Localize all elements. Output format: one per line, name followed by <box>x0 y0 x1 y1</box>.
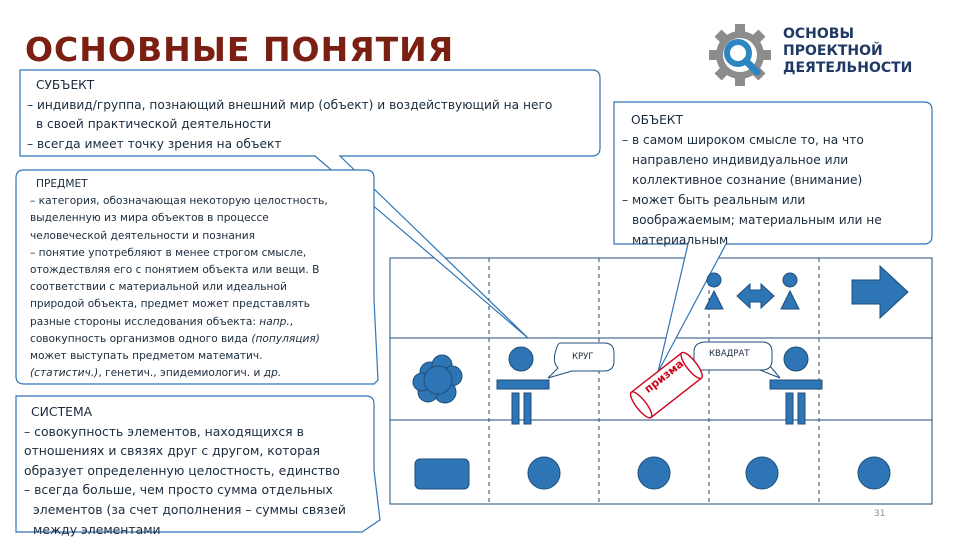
predmet-line-1: – категория, обозначающая некоторую цело… <box>30 195 328 208</box>
predmet-line-8: разные стороны исследования объекта: нап… <box>30 314 368 331</box>
predmet-line-11b: , генетич., эпидемиологич. и <box>98 367 264 380</box>
prizma-cylinder <box>629 351 703 419</box>
predmet-line-8a: разные стороны исследования объекта: <box>30 315 260 328</box>
person-right <box>769 346 823 425</box>
logo-line-3: ДЕЯТЕЛЬНОСТИ <box>783 60 913 76</box>
object-line-6: материальным <box>632 233 729 247</box>
subject-callout-shape <box>19 69 601 339</box>
predmet-line-4: – понятие употребляют в менее строгом см… <box>30 246 307 259</box>
predmet-line-7: природой объекта, предмет может представ… <box>30 298 311 311</box>
slide-title: ОСНОВНЫЕ ПОНЯТИЯ <box>25 30 455 69</box>
subject-line-2: в своей практической деятельности <box>36 117 272 131</box>
predmet-line-11c: др. <box>263 367 282 380</box>
object-callout-shape <box>613 101 933 373</box>
system-text: СИСТЕМА – совокупность элементов, находя… <box>24 402 366 539</box>
object-heading: ОБЪЕКТ <box>631 113 683 127</box>
logo-text: ОСНОВЫ ПРОЕКТНОЙ ДЕЯТЕЛЬНОСТИ <box>783 26 912 77</box>
predmet-text: ПРЕДМЕТ – категория, обозначающая некото… <box>30 176 368 382</box>
krug-bubble <box>547 342 615 379</box>
circle-shape-4 <box>857 456 891 490</box>
subject-heading: СУБЪЕКТ <box>36 78 95 92</box>
system-line-5: элементов (за счет дополнения – суммы св… <box>33 501 346 517</box>
kvadrat-label: КВАДРАТ <box>709 349 750 359</box>
double-arrow-icon <box>736 282 775 310</box>
predmet-line-9: совокупность организмов одного вида (поп… <box>30 331 368 348</box>
system-line-1: – совокупность элементов, находящихся в <box>24 423 304 439</box>
kvadrat-bubble <box>693 341 781 379</box>
predmet-line-5: отождествляя его с понятием объекта или … <box>30 264 320 277</box>
system-line-2: отношениях и связях друг с другом, котор… <box>24 443 321 459</box>
figure-small-right <box>780 272 800 310</box>
object-line-2: направлено индивидуальное или <box>632 153 849 167</box>
logo-line-2: ПРОЕКТНОЙ <box>783 43 883 59</box>
rounded-rectangle-shape <box>414 458 470 490</box>
object-line-4: – может быть реальным или <box>622 193 806 207</box>
predmet-line-9a: совокупность организмов одного вида <box>30 332 252 345</box>
logo-line-1: ОСНОВЫ <box>783 26 854 42</box>
system-line-4: – всегда больше, чем просто сумма отдель… <box>24 482 333 498</box>
object-line-3: коллективное сознание (внимание) <box>632 173 863 187</box>
object-line-5: воображаемым; материальным или не <box>632 213 882 227</box>
subject-line-1: – индивид/группа, познающий внешний мир … <box>27 97 553 112</box>
right-arrow-icon <box>851 264 909 320</box>
system-line-6: между элементами <box>33 521 161 537</box>
cloud-shape <box>412 354 463 404</box>
object-text: ОБЪЕКТ – в самом широком смысле то, на ч… <box>622 110 917 250</box>
subject-line-3: – всегда имеет точку зрения на объект <box>27 136 282 151</box>
system-heading: СИСТЕМА <box>31 404 93 419</box>
circle-shape-3 <box>745 456 779 490</box>
diagram-grid <box>389 257 933 505</box>
predmet-callout-shape <box>15 169 379 385</box>
gear-magnifier-icon <box>709 24 771 86</box>
figure-small-left <box>704 272 724 310</box>
predmet-line-6: соответствии с материальной или идеально… <box>30 281 287 294</box>
predmet-line-11a: (статистич.) <box>30 367 99 380</box>
predmet-line-10: может выступать предметом математич. <box>30 350 263 363</box>
person-left <box>496 346 550 425</box>
predmet-heading: ПРЕДМЕТ <box>36 178 88 190</box>
logo: ОСНОВЫ ПРОЕКТНОЙ ДЕЯТЕЛЬНОСТИ <box>707 20 937 94</box>
predmet-line-8c: , <box>289 315 294 328</box>
predmet-line-3: человеческой деятельности и познания <box>30 229 255 242</box>
circle-shape-1 <box>527 456 561 490</box>
predmet-line-2: выделенную из мира объектов в процессе <box>30 212 269 225</box>
system-line-3: образует определенную целостность, единс… <box>24 462 340 478</box>
predmet-line-8b: напр. <box>259 315 290 328</box>
predmet-line-9b: (популяция) <box>251 332 320 345</box>
system-callout-shape <box>15 395 381 533</box>
page-number: 31 <box>874 509 886 519</box>
krug-label: КРУГ <box>572 352 594 362</box>
circle-shape-2 <box>637 456 671 490</box>
subject-text: СУБЪЕКТ – индивид/группа, познающий внеш… <box>27 76 597 154</box>
predmet-line-11: (статистич.), генетич., эпидемиологич. и… <box>30 365 368 382</box>
object-line-1: – в самом широком смысле то, на что <box>622 133 864 147</box>
